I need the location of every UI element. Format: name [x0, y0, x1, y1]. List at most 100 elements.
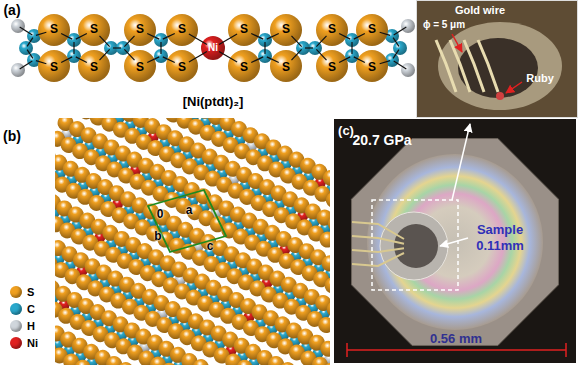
bond-line: [339, 34, 350, 40]
bond-line: [61, 34, 72, 40]
bond-line: [147, 57, 159, 63]
bond-line: [124, 36, 134, 47]
molecular-layer: [55, 280, 330, 365]
atom-sphere: [316, 50, 348, 82]
bond-line: [73, 42, 74, 54]
bond-line: [394, 27, 407, 35]
panel-label: (c): [338, 124, 354, 137]
molecular-layer: [55, 213, 330, 365]
atom-label: S: [282, 61, 290, 73]
compound-name: [Ni(ptdt)₂]: [183, 95, 244, 108]
inset-photo: [416, 0, 578, 118]
bond-line: [99, 36, 109, 47]
legend-swatch: [10, 320, 22, 332]
atom-label: S: [240, 23, 248, 35]
bond-line: [20, 61, 33, 69]
atom-sphere: [11, 19, 25, 33]
bond-line: [316, 36, 326, 47]
atom-sphere: [393, 41, 407, 55]
axis-label: b: [154, 230, 161, 242]
legend-text: C: [27, 304, 35, 315]
legend-entry: H: [10, 320, 35, 332]
molecular-layer: [55, 179, 330, 365]
atom-sphere: [78, 14, 110, 46]
bond-line: [291, 36, 301, 47]
bond-line: [264, 42, 265, 54]
bond-line: [267, 33, 279, 39]
atom-label: S: [136, 61, 144, 73]
bond-line: [113, 47, 121, 48]
atom-sphere: [316, 14, 348, 46]
atom-sphere: [201, 36, 225, 60]
bond-line: [99, 49, 109, 60]
bond-line: [147, 33, 159, 39]
atom-label: S: [240, 61, 248, 73]
atom-sphere: [38, 14, 70, 46]
pressure-label: 20.7 GPa: [352, 133, 411, 147]
bond-line: [36, 61, 46, 64]
atom-sphere: [124, 50, 156, 82]
atom-sphere: [401, 63, 415, 77]
bond-line: [163, 57, 175, 63]
atom-label: S: [282, 23, 290, 35]
atom-sphere: [356, 50, 388, 82]
dimension-line: [347, 349, 566, 351]
bond-line: [189, 34, 207, 44]
atom-sphere: [401, 19, 415, 33]
atom-label: S: [50, 61, 58, 73]
atom-sphere: [270, 50, 302, 82]
atom-label: S: [136, 23, 144, 35]
atom-sphere: [356, 14, 388, 46]
atom-sphere: [19, 41, 33, 55]
inset-label: Ruby: [526, 73, 554, 84]
atom-sphere: [11, 63, 25, 77]
bond-line: [354, 57, 365, 63]
legend-swatch: [10, 303, 22, 315]
bond-line: [291, 49, 301, 60]
sample-label: Sample: [477, 223, 523, 236]
legend-entry: C: [10, 303, 35, 315]
bond-line: [76, 34, 87, 40]
atom-sphere: [38, 50, 70, 82]
legend-text: Ni: [27, 338, 38, 349]
bond-line: [251, 33, 263, 39]
bond-line: [27, 50, 33, 59]
bond-line: [36, 32, 46, 35]
bond-line: [160, 42, 161, 54]
atom-label: Ni: [208, 43, 218, 53]
atom-sphere: [166, 50, 198, 82]
molecular-layer: [55, 118, 330, 341]
bond-line: [380, 32, 390, 35]
legend-text: S: [27, 287, 34, 298]
panel-label: (a): [3, 3, 20, 17]
leader-line: [440, 238, 468, 246]
bond-line: [251, 57, 263, 63]
bond-line: [305, 47, 313, 48]
atom-label: S: [368, 23, 376, 35]
legend-swatch: [10, 286, 22, 298]
atom-label: S: [178, 23, 186, 35]
atom-sphere: [228, 50, 260, 82]
axis-label: 0: [157, 208, 164, 220]
atom-label: S: [90, 61, 98, 73]
axis-label: c: [207, 240, 214, 252]
atom-label: S: [50, 23, 58, 35]
legend-entry: S: [10, 286, 34, 298]
bond-line: [219, 34, 237, 44]
molecular-layer: [82, 118, 330, 273]
bond-line: [20, 27, 33, 35]
bond-line: [61, 57, 72, 63]
molecular-layer: [55, 146, 330, 365]
bond-line: [219, 52, 237, 62]
dimension-label: 0.11mm: [476, 239, 524, 252]
legend-text: H: [27, 321, 35, 332]
bond-line: [393, 50, 399, 59]
bond-line: [394, 61, 407, 69]
atom-sphere: [270, 14, 302, 46]
atom-label: S: [328, 61, 336, 73]
atom-label: S: [328, 23, 336, 35]
bond-line: [163, 33, 175, 39]
axis-label: a: [186, 204, 193, 216]
